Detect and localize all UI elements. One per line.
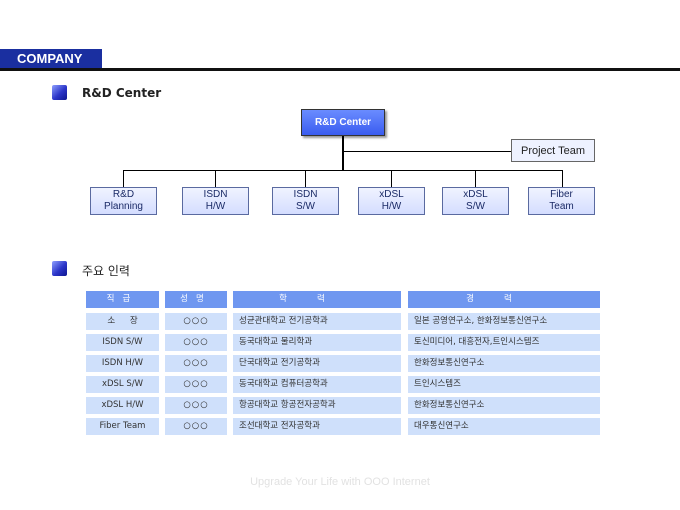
cell-education: 동국대학교 물리학과 — [233, 334, 401, 351]
section-title-staff: 주요 인력 — [82, 264, 130, 278]
table-header-name: 성명 — [165, 291, 227, 308]
cell-career: 한화정보통신연구소 — [408, 355, 600, 372]
cell-name: ○○○ — [165, 334, 227, 351]
cell-education: 성균관대학교 전기공학과 — [233, 313, 401, 330]
cell-career: 트인시스템즈 — [408, 376, 600, 393]
cell-education: 조선대학교 전자공학과 — [233, 418, 401, 435]
org-connector — [475, 170, 476, 187]
company-tab: COMPANY — [0, 49, 102, 69]
cell-name: ○○○ — [165, 355, 227, 372]
cell-position: ISDN S/W — [86, 334, 159, 351]
org-connector — [305, 170, 306, 187]
org-connector — [391, 170, 392, 187]
org-connector — [342, 136, 344, 170]
cell-education: 동국대학교 컴퓨터공학과 — [233, 376, 401, 393]
section-bullet-icon — [52, 261, 67, 276]
cell-education: 항공대학교 항공전자공학과 — [233, 397, 401, 414]
table-header-education: 학력 — [233, 291, 401, 308]
table-header-position: 직급 — [86, 291, 159, 308]
cell-name: ○○○ — [165, 418, 227, 435]
cell-name: ○○○ — [165, 397, 227, 414]
org-connector — [123, 170, 124, 187]
org-connector — [343, 151, 511, 152]
cell-position: 소 장 — [86, 313, 159, 330]
footer-tagline: Upgrade Your Life with OOO Internet — [250, 476, 430, 488]
cell-career: 일본 공영연구소, 한화정보통신연구소 — [408, 313, 600, 330]
cell-position: Fiber Team — [86, 418, 159, 435]
org-node-project-team: Project Team — [511, 139, 595, 162]
table-header-career: 경력 — [408, 291, 600, 308]
section-bullet-icon — [52, 85, 67, 100]
section-title-rd: R&D Center — [82, 86, 162, 100]
org-connector — [562, 170, 563, 187]
header-rule — [0, 68, 680, 71]
cell-career: 토신미디어, 대흥전자,트인시스템즈 — [408, 334, 600, 351]
cell-name: ○○○ — [165, 376, 227, 393]
cell-career: 한화정보통신연구소 — [408, 397, 600, 414]
cell-position: xDSL H/W — [86, 397, 159, 414]
cell-position: xDSL S/W — [86, 376, 159, 393]
cell-education: 단국대학교 전기공학과 — [233, 355, 401, 372]
cell-career: 대우통신연구소 — [408, 418, 600, 435]
cell-name: ○○○ — [165, 313, 227, 330]
org-connector — [123, 170, 563, 171]
cell-position: ISDN H/W — [86, 355, 159, 372]
org-connector — [215, 170, 216, 187]
org-node-rd-center: R&D Center — [301, 109, 385, 136]
